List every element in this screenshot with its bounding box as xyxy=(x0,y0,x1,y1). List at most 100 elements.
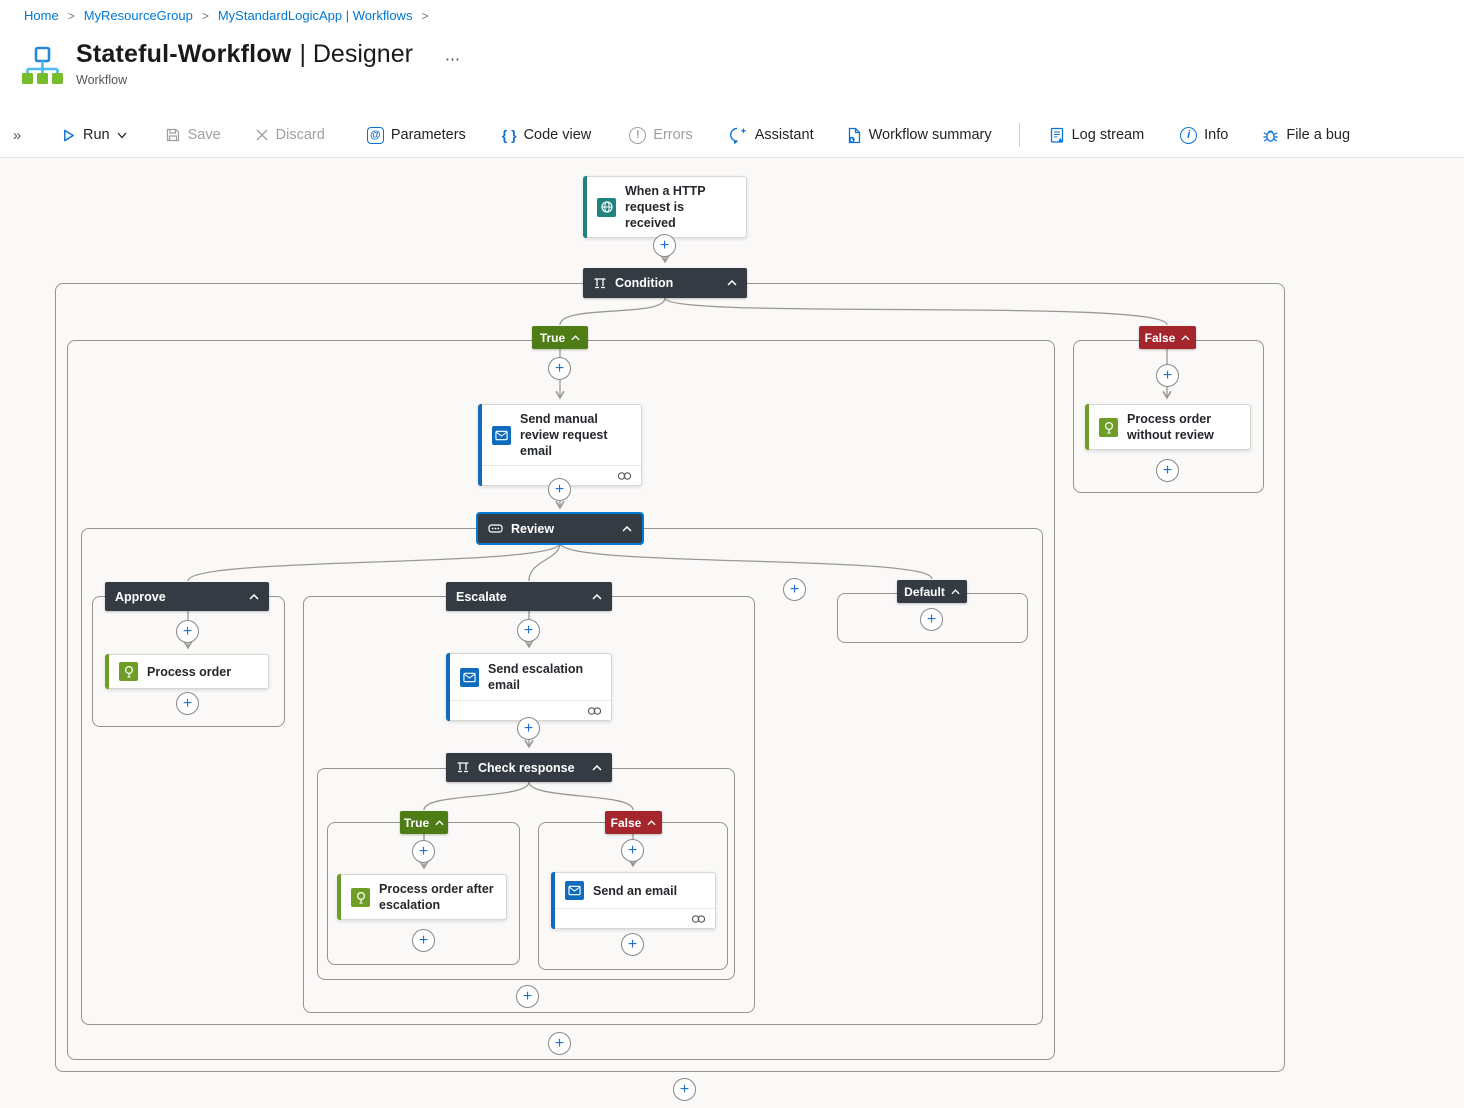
action-card-process-order-after-escalation[interactable]: Process order after escalation xyxy=(337,874,507,920)
add-action-button[interactable]: + xyxy=(1156,364,1179,387)
command-bar: » Run Save Discard @ Parameter xyxy=(0,113,1464,157)
page-title-view: | Designer xyxy=(299,40,413,68)
errors-button: ! Errors xyxy=(616,117,705,153)
add-action-button[interactable]: + xyxy=(621,839,644,862)
breadcrumb: Home > MyResourceGroup > MyStandardLogic… xyxy=(24,8,428,23)
condition-title: Condition xyxy=(615,276,674,290)
add-action-button[interactable]: + xyxy=(920,608,943,631)
collapse-chevron-icon[interactable] xyxy=(592,593,602,600)
collapse-chevron-icon[interactable] xyxy=(951,588,960,595)
add-action-button[interactable]: + xyxy=(176,692,199,715)
collapse-chevron-icon[interactable] xyxy=(647,819,656,826)
action-card-send-escalation-email[interactable]: Send escalation email xyxy=(446,653,612,721)
add-action-button[interactable]: + xyxy=(548,1032,571,1055)
log-stream-icon xyxy=(1050,127,1063,143)
run-button[interactable]: Run xyxy=(48,117,140,153)
outlook-mail-icon xyxy=(492,425,511,445)
default-case-header[interactable]: Default xyxy=(897,580,967,603)
collapse-chevron-icon[interactable] xyxy=(592,764,602,771)
collapse-chevron-icon[interactable] xyxy=(622,525,632,532)
designer-canvas[interactable]: When a HTTP request is received Conditio… xyxy=(0,158,1464,1108)
breadcrumb-resource-group[interactable]: MyResourceGroup xyxy=(83,8,193,23)
workflow-summary-button[interactable]: Workflow summary xyxy=(833,117,1005,153)
add-action-button[interactable]: + xyxy=(653,234,676,257)
code-braces-icon: { } xyxy=(501,127,517,143)
add-action-button[interactable]: + xyxy=(176,620,199,643)
file-a-bug-button[interactable]: File a bug xyxy=(1249,117,1363,153)
parameters-at-icon: @ xyxy=(366,126,384,144)
expand-panel-icon[interactable]: » xyxy=(12,126,22,144)
info-circle-icon: i xyxy=(1180,126,1198,144)
http-request-icon xyxy=(597,197,616,217)
breadcrumb-separator: > xyxy=(67,8,75,23)
info-button[interactable]: i Info xyxy=(1167,117,1241,153)
action-card-process-order[interactable]: Process order xyxy=(105,654,269,689)
page-title: Stateful-Workflow xyxy=(76,40,292,68)
add-action-button[interactable]: + xyxy=(412,929,435,952)
review-switch-node[interactable]: Review xyxy=(476,512,644,545)
discard-x-icon xyxy=(256,129,268,141)
breadcrumb-logic-app[interactable]: MyStandardLogicApp | Workflows xyxy=(217,8,413,23)
condition-true-badge[interactable]: True xyxy=(532,326,588,349)
page-subtitle: Workflow xyxy=(76,73,128,87)
log-stream-button[interactable]: Log stream xyxy=(1036,117,1158,153)
trigger-title: When a HTTP request is received xyxy=(625,184,706,230)
condition-false-badge[interactable]: False xyxy=(1139,326,1196,349)
add-action-button[interactable]: + xyxy=(517,717,540,740)
outlook-mail-icon xyxy=(460,667,479,687)
switch-icon xyxy=(488,524,503,533)
breadcrumb-separator: > xyxy=(421,8,429,23)
collapse-chevron-icon[interactable] xyxy=(727,280,737,286)
bug-icon xyxy=(1263,130,1278,142)
action-card-send-manual-review[interactable]: Send manual review request email xyxy=(478,404,642,486)
process-action-icon xyxy=(119,662,138,681)
check-response-false-badge[interactable]: False xyxy=(605,811,662,834)
play-icon xyxy=(64,129,74,141)
breadcrumb-home[interactable]: Home xyxy=(24,8,59,23)
process-action-icon xyxy=(1099,417,1118,437)
workflow-connectors xyxy=(183,225,1172,870)
collapse-chevron-icon[interactable] xyxy=(249,593,259,600)
page-header: Home > MyResourceGroup > MyStandardLogic… xyxy=(0,0,1464,158)
connection-link-icon xyxy=(587,706,602,715)
add-action-button[interactable]: + xyxy=(548,478,571,501)
connection-link-icon xyxy=(691,914,706,923)
code-view-button[interactable]: { } Code view xyxy=(501,127,592,143)
add-action-button[interactable]: + xyxy=(517,619,540,642)
add-action-button[interactable]: + xyxy=(548,357,571,380)
trigger-card-http-request[interactable]: When a HTTP request is received xyxy=(583,176,747,238)
collapse-chevron-icon[interactable] xyxy=(435,819,444,826)
chevron-down-icon xyxy=(117,132,127,138)
action-card-process-order-without-review[interactable]: Process order without review xyxy=(1085,404,1251,450)
condition-node[interactable]: Condition xyxy=(583,268,747,298)
condition-icon xyxy=(594,277,606,288)
parameters-button[interactable]: @ Parameters xyxy=(354,117,479,153)
check-response-node[interactable]: Check response xyxy=(446,753,612,782)
check-response-true-badge[interactable]: True xyxy=(400,811,448,834)
breadcrumb-separator: > xyxy=(201,8,209,23)
action-card-send-an-email[interactable]: Send an email xyxy=(551,872,716,929)
assistant-button[interactable]: Assistant xyxy=(716,117,827,153)
add-case-button[interactable]: + xyxy=(783,578,806,601)
save-button: Save xyxy=(152,117,234,153)
add-action-button[interactable]: + xyxy=(1156,459,1179,482)
error-circle-icon: ! xyxy=(629,126,647,144)
add-action-button[interactable]: + xyxy=(673,1078,696,1101)
add-action-button[interactable]: + xyxy=(412,840,435,863)
outlook-mail-icon xyxy=(565,881,584,900)
process-action-icon xyxy=(351,887,370,907)
more-menu-icon[interactable]: ⋯ xyxy=(444,50,461,68)
add-action-button[interactable]: + xyxy=(621,933,644,956)
connection-link-icon xyxy=(617,471,632,480)
condition-icon xyxy=(457,762,469,773)
review-title: Review xyxy=(511,521,555,536)
collapse-chevron-icon[interactable] xyxy=(1181,334,1190,341)
escalate-case-header[interactable]: Escalate xyxy=(446,582,612,611)
approve-case-header[interactable]: Approve xyxy=(105,582,269,611)
add-action-button[interactable]: + xyxy=(516,985,539,1008)
discard-button: Discard xyxy=(242,117,338,153)
collapse-chevron-icon[interactable] xyxy=(571,334,580,341)
toolbar-divider xyxy=(1018,123,1020,147)
save-icon xyxy=(166,128,179,142)
summary-doc-icon xyxy=(848,127,860,143)
